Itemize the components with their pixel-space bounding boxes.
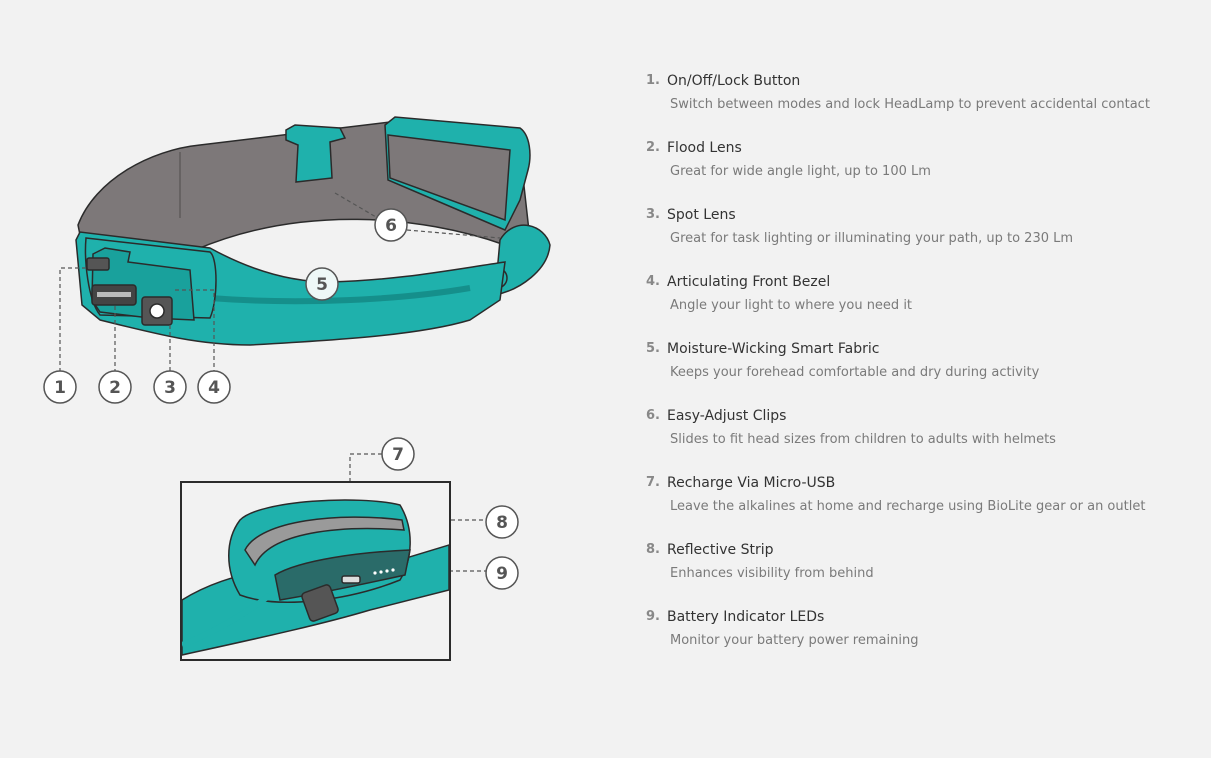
battery-led [379,570,383,574]
feature-number: 3. [646,207,660,222]
feature-title: On/Off/Lock Button [667,73,801,89]
marker-1: 1 [43,370,77,404]
feature-description: Great for wide angle light, up to 100 Lm [670,164,931,179]
feature-number: 2. [646,140,660,155]
battery-led [385,569,389,573]
feature-title: Recharge Via Micro-USB [667,475,836,491]
battery-led [373,571,377,575]
battery-led [391,568,395,572]
feature-description: Angle your light to where you need it [670,298,913,313]
feature-number: 6. [646,408,660,423]
svg-text:9: 9 [496,564,508,584]
adjust-clip-side [494,224,551,296]
feature-title: Battery Indicator LEDs [667,609,825,625]
svg-text:8: 8 [496,513,508,533]
marker-3: 3 [153,370,187,404]
feature-number: 1. [646,73,660,88]
feature-number: 4. [646,274,660,289]
feature-title: Flood Lens [667,140,742,156]
feature-description: Slides to fit head sizes from children t… [670,432,1056,447]
svg-text:1: 1 [54,378,66,398]
feature-title: Easy-Adjust Clips [667,408,787,424]
feature-description: Monitor your battery power remaining [670,633,919,648]
svg-text:6: 6 [385,216,397,236]
feature-number: 7. [646,475,660,490]
reflective-strip [244,516,405,567]
feature-description: Great for task lighting or illuminating … [670,231,1074,246]
feature-number: 5. [646,341,660,356]
callout-markers: 1 2 3 4 5 6 7 8 9 [43,208,519,590]
feature-title: Articulating Front Bezel [667,274,831,290]
marker-6: 6 [374,208,408,242]
feature-number: 8. [646,542,660,557]
feature-title: Spot Lens [667,207,736,223]
feature-description: Switch between modes and lock HeadLamp t… [670,97,1150,112]
micro-usb-port [341,575,361,584]
svg-text:4: 4 [208,378,220,398]
svg-text:7: 7 [392,445,404,465]
marker-9: 9 [485,556,519,590]
headlamp-illustration [75,116,551,346]
marker-7: 7 [381,437,415,471]
marker-5: 5 [305,267,339,301]
feature-description: Leave the alkalines at home and recharge… [670,499,1146,514]
feature-title: Moisture-Wicking Smart Fabric [667,341,880,357]
usb-detail-inset [180,481,451,661]
feature-description: Keeps your forehead comfortable and dry … [670,365,1040,380]
feature-title: Reflective Strip [667,542,774,558]
svg-text:3: 3 [164,378,176,398]
adjust-clip-top [285,124,347,183]
power-button [86,257,110,271]
feature-description: Enhances visibility from behind [670,566,874,581]
svg-text:2: 2 [109,378,121,398]
svg-text:5: 5 [316,275,328,295]
marker-2: 2 [98,370,132,404]
feature-number: 9. [646,609,660,624]
marker-8: 8 [485,505,519,539]
marker-4: 4 [197,370,231,404]
